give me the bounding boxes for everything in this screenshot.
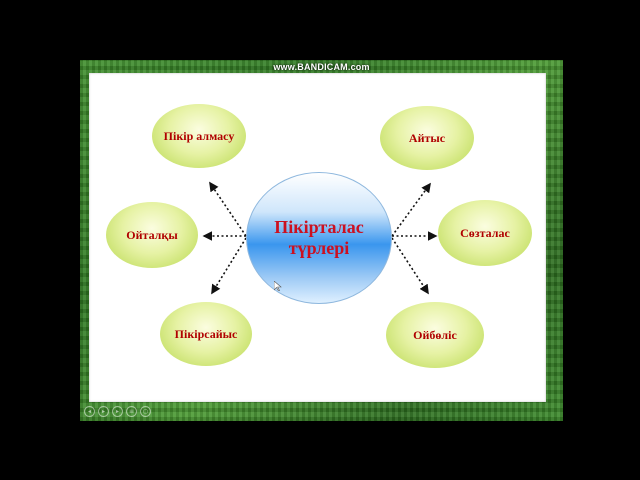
node-pikirsaiys: Пікірсайыс xyxy=(160,302,252,366)
slideshow-controls: ◂ ▸ ▸ ≡ ○ xyxy=(84,405,151,417)
zoom-icon[interactable]: ○ xyxy=(140,405,151,417)
arrow-to-pikirsaiys xyxy=(211,237,247,295)
play-icon[interactable]: ▸ xyxy=(98,405,109,417)
recorder-watermark: www.BANDICAM.com xyxy=(273,62,370,72)
center-title-line1: Пікірталас xyxy=(274,217,364,237)
node-label: Пікір алмасу xyxy=(163,128,235,143)
node-oibolis: Ойбөліс xyxy=(386,302,484,368)
node-oitalky: Ойталқы xyxy=(106,202,198,268)
center-title-line2: түрлері xyxy=(288,238,350,258)
node-pikir-almasu: Пікір алмасу xyxy=(152,104,246,168)
node-label: Пікірсайыс xyxy=(174,326,238,341)
node-label: Ойбөліс xyxy=(413,327,457,342)
node-label: Айтыс xyxy=(408,130,446,145)
next-icon[interactable]: ▸ xyxy=(112,405,123,417)
node-soztalas: Сөзталас xyxy=(438,200,532,266)
arrow-to-oibolis xyxy=(391,237,429,295)
menu-icon[interactable]: ≡ xyxy=(126,405,137,417)
prev-icon[interactable]: ◂ xyxy=(84,405,95,417)
arrow-to-pikir-almasu xyxy=(209,181,247,237)
center-topic-circle: Пікірталас түрлері xyxy=(246,172,392,304)
node-label: Ойталқы xyxy=(126,227,178,242)
node-label: Сөзталас xyxy=(460,225,510,240)
mouse-cursor-icon xyxy=(274,281,282,291)
node-aitys: Айтыс xyxy=(380,106,474,170)
arrow-to-aitys xyxy=(391,182,431,237)
